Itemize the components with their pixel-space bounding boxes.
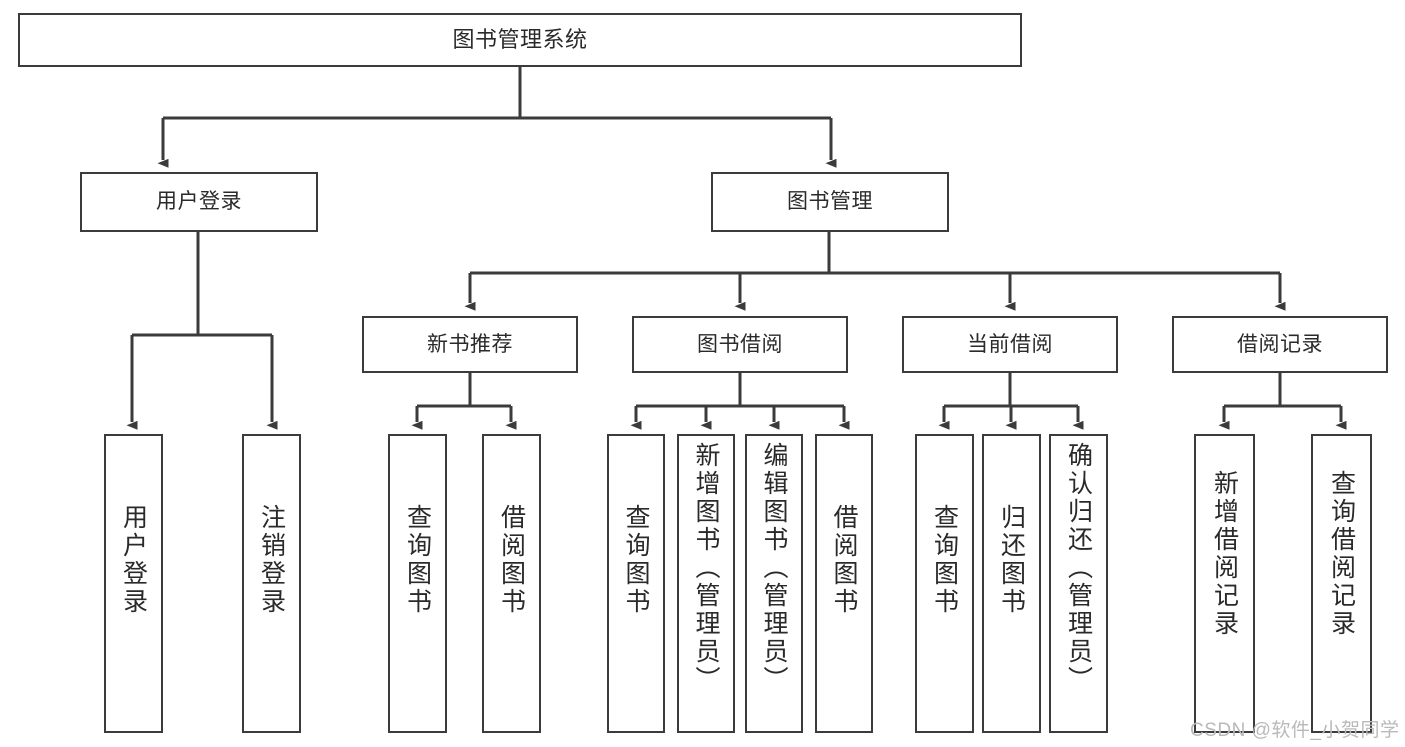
node-label: 图书借阅	[697, 332, 783, 356]
node-label: 新增借阅记录	[1210, 470, 1239, 638]
node-label: 当前借阅	[967, 332, 1053, 356]
node-label: 注销登录	[257, 504, 286, 616]
node-label: 新增图书（管理员）	[692, 442, 720, 694]
node-label: 借阅图书	[830, 504, 858, 616]
node-label: 图书管理	[787, 190, 873, 214]
node-root[interactable]: 图书管理系统	[18, 13, 1022, 67]
leaf-logout-login[interactable]: 注销登录	[242, 434, 301, 733]
leaf-query-record[interactable]: 查询借阅记录	[1311, 434, 1372, 733]
leaf-add-record[interactable]: 新增借阅记录	[1194, 434, 1255, 733]
node-label: 借阅记录	[1237, 332, 1323, 356]
node-book-borrow[interactable]: 图书借阅	[632, 316, 848, 373]
node-label: 编辑图书（管理员）	[760, 442, 788, 694]
leaf-query-book-3[interactable]: 查询图书	[915, 434, 974, 733]
node-label: 新书推荐	[427, 332, 513, 356]
node-label: 用户登录	[119, 504, 148, 616]
node-label: 图书管理系统	[452, 26, 588, 52]
node-borrow-record[interactable]: 借阅记录	[1172, 316, 1388, 373]
node-label: 查询图书	[403, 504, 432, 616]
leaf-borrow-book-1[interactable]: 借阅图书	[482, 434, 541, 733]
node-current-borrow[interactable]: 当前借阅	[902, 316, 1118, 373]
node-book-manage[interactable]: 图书管理	[711, 172, 949, 232]
node-label: 用户登录	[156, 190, 242, 214]
leaf-query-book-2[interactable]: 查询图书	[607, 434, 665, 733]
node-user-login[interactable]: 用户登录	[80, 172, 318, 232]
leaf-query-book-1[interactable]: 查询图书	[388, 434, 447, 733]
leaf-borrow-book-2[interactable]: 借阅图书	[815, 434, 873, 733]
node-new-book-recommend[interactable]: 新书推荐	[362, 316, 578, 373]
node-label: 查询图书	[622, 504, 650, 616]
node-label: 查询图书	[930, 504, 959, 616]
leaf-add-book[interactable]: 新增图书（管理员）	[677, 434, 735, 733]
node-label: 确认归还（管理员）	[1064, 442, 1093, 694]
leaf-return-book[interactable]: 归还图书	[982, 434, 1041, 733]
node-label: 归还图书	[997, 504, 1026, 616]
leaf-user-login[interactable]: 用户登录	[104, 434, 163, 733]
leaf-edit-book[interactable]: 编辑图书（管理员）	[745, 434, 803, 733]
node-label: 借阅图书	[497, 504, 526, 616]
node-label: 查询借阅记录	[1327, 470, 1356, 638]
leaf-confirm-return[interactable]: 确认归还（管理员）	[1049, 434, 1108, 733]
